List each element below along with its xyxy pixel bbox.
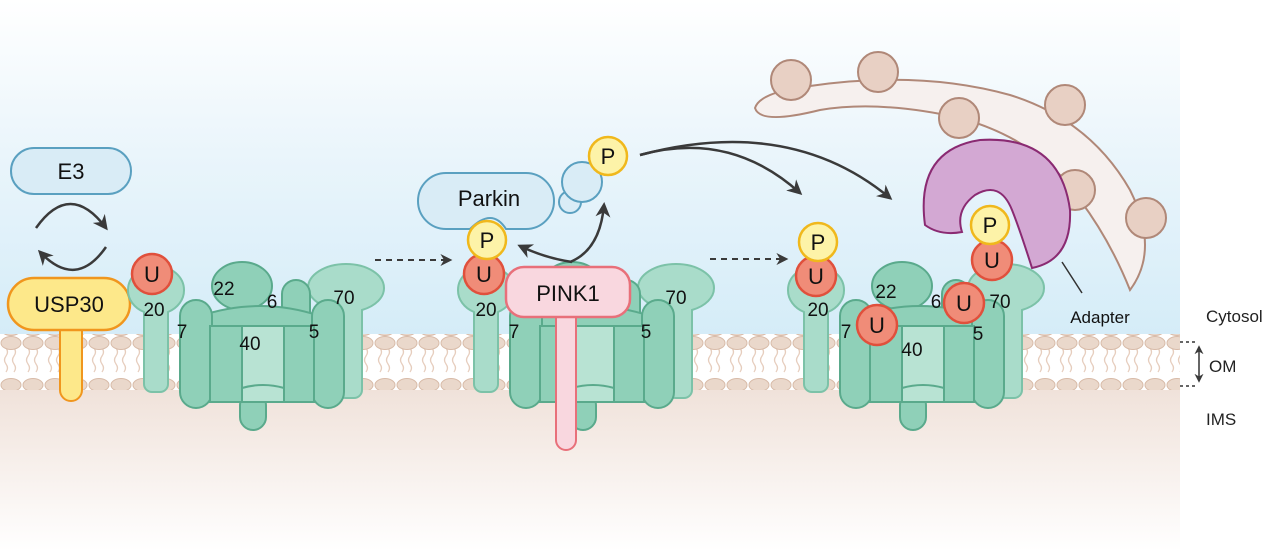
panel-adapter: Adapter 20 22 6 70 7 40 5 U P U U [753,51,1167,431]
tom6-label: 6 [267,292,278,313]
phospho-parkin: P [587,135,629,177]
svg-text:U: U [476,262,492,287]
pink1-phosphorylation-arrow-2-icon [517,244,573,264]
cycle-arrow-top-icon [34,202,108,231]
tom20-label: 20 [143,300,164,321]
panel-pink1-parkin: 20 70 7 5 Parkin P PINK1 U P [417,135,716,451]
ubiquitin-3b: U [855,303,899,347]
tom7-label: 7 [841,322,852,343]
tom5-label: 5 [973,324,984,345]
pink1-phosphorylation-arrow-icon [569,202,611,264]
svg-text:U: U [984,248,1000,273]
om-label: OM [1209,357,1236,376]
tom7-label: 7 [509,322,520,343]
tom6-label: 6 [931,292,942,313]
usp30-stalk [59,319,83,402]
tom40-label: 40 [901,340,922,361]
tom70-label: 70 [989,292,1010,313]
usp30-label: USP30 [34,292,104,317]
phospho-ubiquitin-3d: P [969,204,1011,246]
tom20-label: 20 [475,300,496,321]
parkin [417,172,555,230]
svg-text:P: P [601,144,616,169]
e3-ligase [10,147,132,195]
parkin-label: Parkin [458,186,520,211]
panel-usp30: E3 USP30 20 22 6 70 7 40 5 U [6,147,386,431]
svg-text:U: U [956,291,972,316]
phospho-ubiquitin-2: P [466,219,508,261]
svg-text:P: P [983,213,998,238]
adapter [922,138,1072,270]
parkin-domain-ubl [561,161,603,203]
e3-label: E3 [58,159,85,184]
svg-text:P: P [480,228,495,253]
svg-text:U: U [869,313,885,338]
usp30 [6,276,132,332]
tom40-label: 40 [239,334,260,355]
adapter-label: Adapter [1070,308,1130,327]
ubiquitin-3d: U [970,238,1014,282]
tom5-label: 5 [309,322,320,343]
tom22-label: 22 [213,279,234,300]
pink1 [504,265,632,319]
tom-complex-2: 20 70 7 5 [456,261,716,431]
tom-complex-1: 20 22 6 70 7 40 5 [126,261,386,431]
cycle-arrow-bottom-icon [37,246,108,271]
recruit-arrow-2-icon [639,140,893,200]
svg-text:P: P [811,230,826,255]
phospho-ubiquitin-3a: P [797,221,839,263]
pink1-label: PINK1 [536,281,600,306]
om-bracket [1180,341,1204,387]
cytosol-label: Cytosol [1206,307,1263,326]
tom-complex-3: 20 22 6 70 7 40 5 [786,261,1046,431]
ubiquitin-3c: U [942,281,986,325]
tom70-label: 70 [665,288,686,309]
ubiquitin-1: U [130,252,174,296]
ims-label: IMS [1206,410,1236,429]
svg-text:U: U [808,264,824,289]
pink1-stalk [555,309,577,451]
tom70-label: 70 [333,288,354,309]
tom5-label: 5 [641,322,652,343]
svg-text:U: U [144,262,160,287]
tom20-label: 20 [807,300,828,321]
tom7-label: 7 [177,322,188,343]
adapter-pointer [1061,261,1083,294]
tom22-label: 22 [875,282,896,303]
